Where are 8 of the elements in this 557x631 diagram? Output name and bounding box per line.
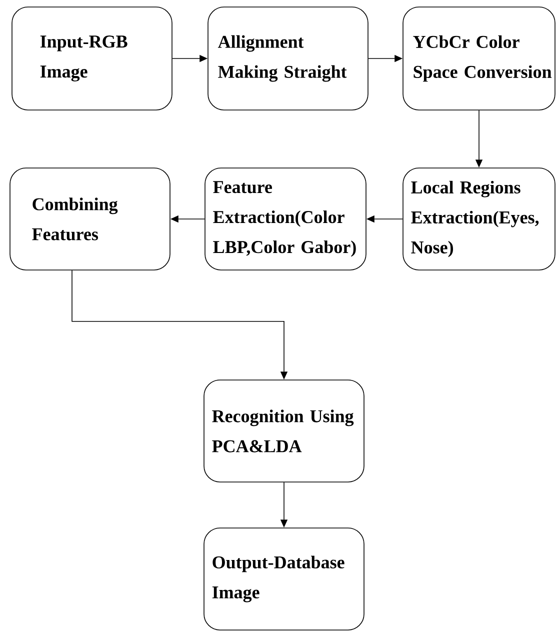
process-box: Input-RGB Image: [12, 6, 172, 110]
process-box: YCbCr Color Space Conversion: [402, 6, 556, 110]
process-box: Output-Database Image: [204, 528, 364, 630]
process-box: Feature Extraction(Color LBP,Color Gabor): [204, 168, 366, 270]
process-box: Local Regions Extraction(Eyes, Nose): [402, 168, 556, 270]
process-box: Recognition Using PCA&LDA: [204, 380, 364, 482]
process-box: Allignment Making Straight: [208, 6, 368, 110]
process-box: Combining Features: [10, 168, 170, 270]
